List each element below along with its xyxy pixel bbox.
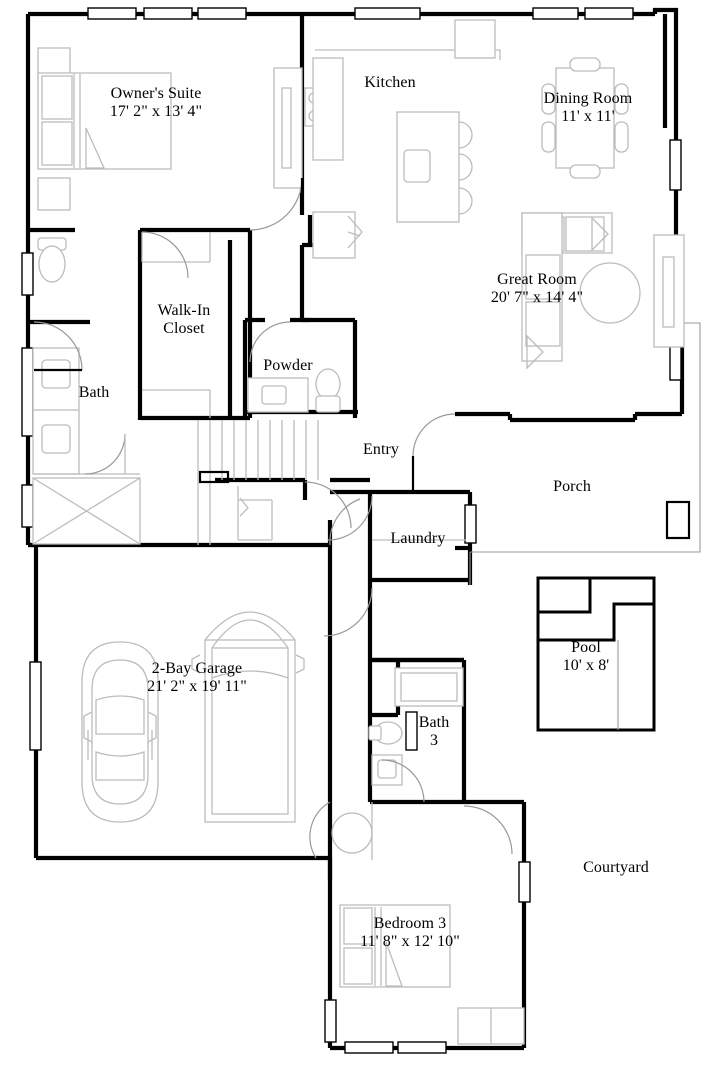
room-label-owners-suite: Owner's Suite 17' 2" x 13' 4" [110, 85, 202, 121]
staircase [197, 420, 319, 545]
room-label-bath-3: Bath 3 [419, 714, 450, 750]
room-dimensions: 10' x 8' [562, 657, 610, 674]
porch-column [665, 500, 691, 540]
bath3-fixtures [368, 667, 464, 860]
interior-walls [28, 14, 464, 880]
walk-in-closet-shelving [141, 232, 211, 418]
room-label-kitchen: Kitchen [364, 74, 415, 92]
room-dimensions: 20' 7" x 14' 4" [490, 289, 584, 306]
room-label-walk-in-closet: Walk-In Closet [158, 302, 211, 338]
room-label-bath: Bath [79, 384, 110, 402]
door-swings [33, 177, 513, 859]
powder-fixtures [247, 368, 341, 413]
room-dimensions: 11' 8" x 12' 10" [360, 933, 460, 950]
room-name: Porch [553, 478, 591, 496]
room-name: Kitchen [364, 74, 416, 92]
kitchen-fixtures [273, 19, 501, 259]
room-label-porch: Porch [553, 478, 591, 496]
pool-shape [536, 576, 656, 732]
room-name: Bath [418, 714, 450, 732]
room-name: Bedroom 3 [373, 915, 447, 933]
room-name: Laundry [390, 530, 446, 548]
room-name: Entry [362, 441, 400, 459]
room-name: Dining Room [543, 90, 633, 108]
room-dimensions: 17' 2" x 13' 4" [109, 103, 203, 120]
bedroom3-furniture [339, 904, 525, 1045]
room-name: 2-Bay Garage [151, 660, 243, 678]
owners-suite-furniture [37, 47, 172, 211]
room-name: Walk-In [157, 302, 211, 320]
room-label-powder: Powder [263, 357, 312, 375]
windows-top [87, 7, 634, 20]
room-dimensions: 11' x 11' [561, 108, 615, 125]
room-number: 3 [429, 732, 439, 749]
great-room-furniture [521, 212, 685, 370]
porch-outline [469, 322, 701, 585]
room-name: Great Room [497, 271, 577, 289]
room-name: Bath [78, 384, 110, 402]
room-name: Owner's Suite [110, 85, 202, 103]
dining-room-furniture [541, 57, 629, 179]
room-name-line2: Closet [163, 320, 205, 337]
room-dimensions: 21' 2" x 19' 11" [147, 678, 247, 695]
room-name: Courtyard [583, 859, 649, 877]
room-label-pool: Pool 10' x 8' [563, 639, 610, 675]
room-label-dining-room: Dining Room 11' x 11' [544, 90, 633, 126]
room-label-bedroom-3: Bedroom 3 11' 8" x 12' 10" [360, 915, 460, 951]
room-label-garage: 2-Bay Garage 21' 2" x 19' 11" [147, 660, 247, 696]
room-label-courtyard: Courtyard [583, 859, 649, 877]
room-label-laundry: Laundry [391, 530, 446, 548]
room-label-entry: Entry [363, 441, 399, 459]
room-name: Pool [571, 639, 601, 657]
windows-misc [324, 504, 531, 1054]
room-name: Powder [263, 357, 313, 375]
room-label-great-room: Great Room 20' 7" x 14' 4" [491, 271, 583, 307]
